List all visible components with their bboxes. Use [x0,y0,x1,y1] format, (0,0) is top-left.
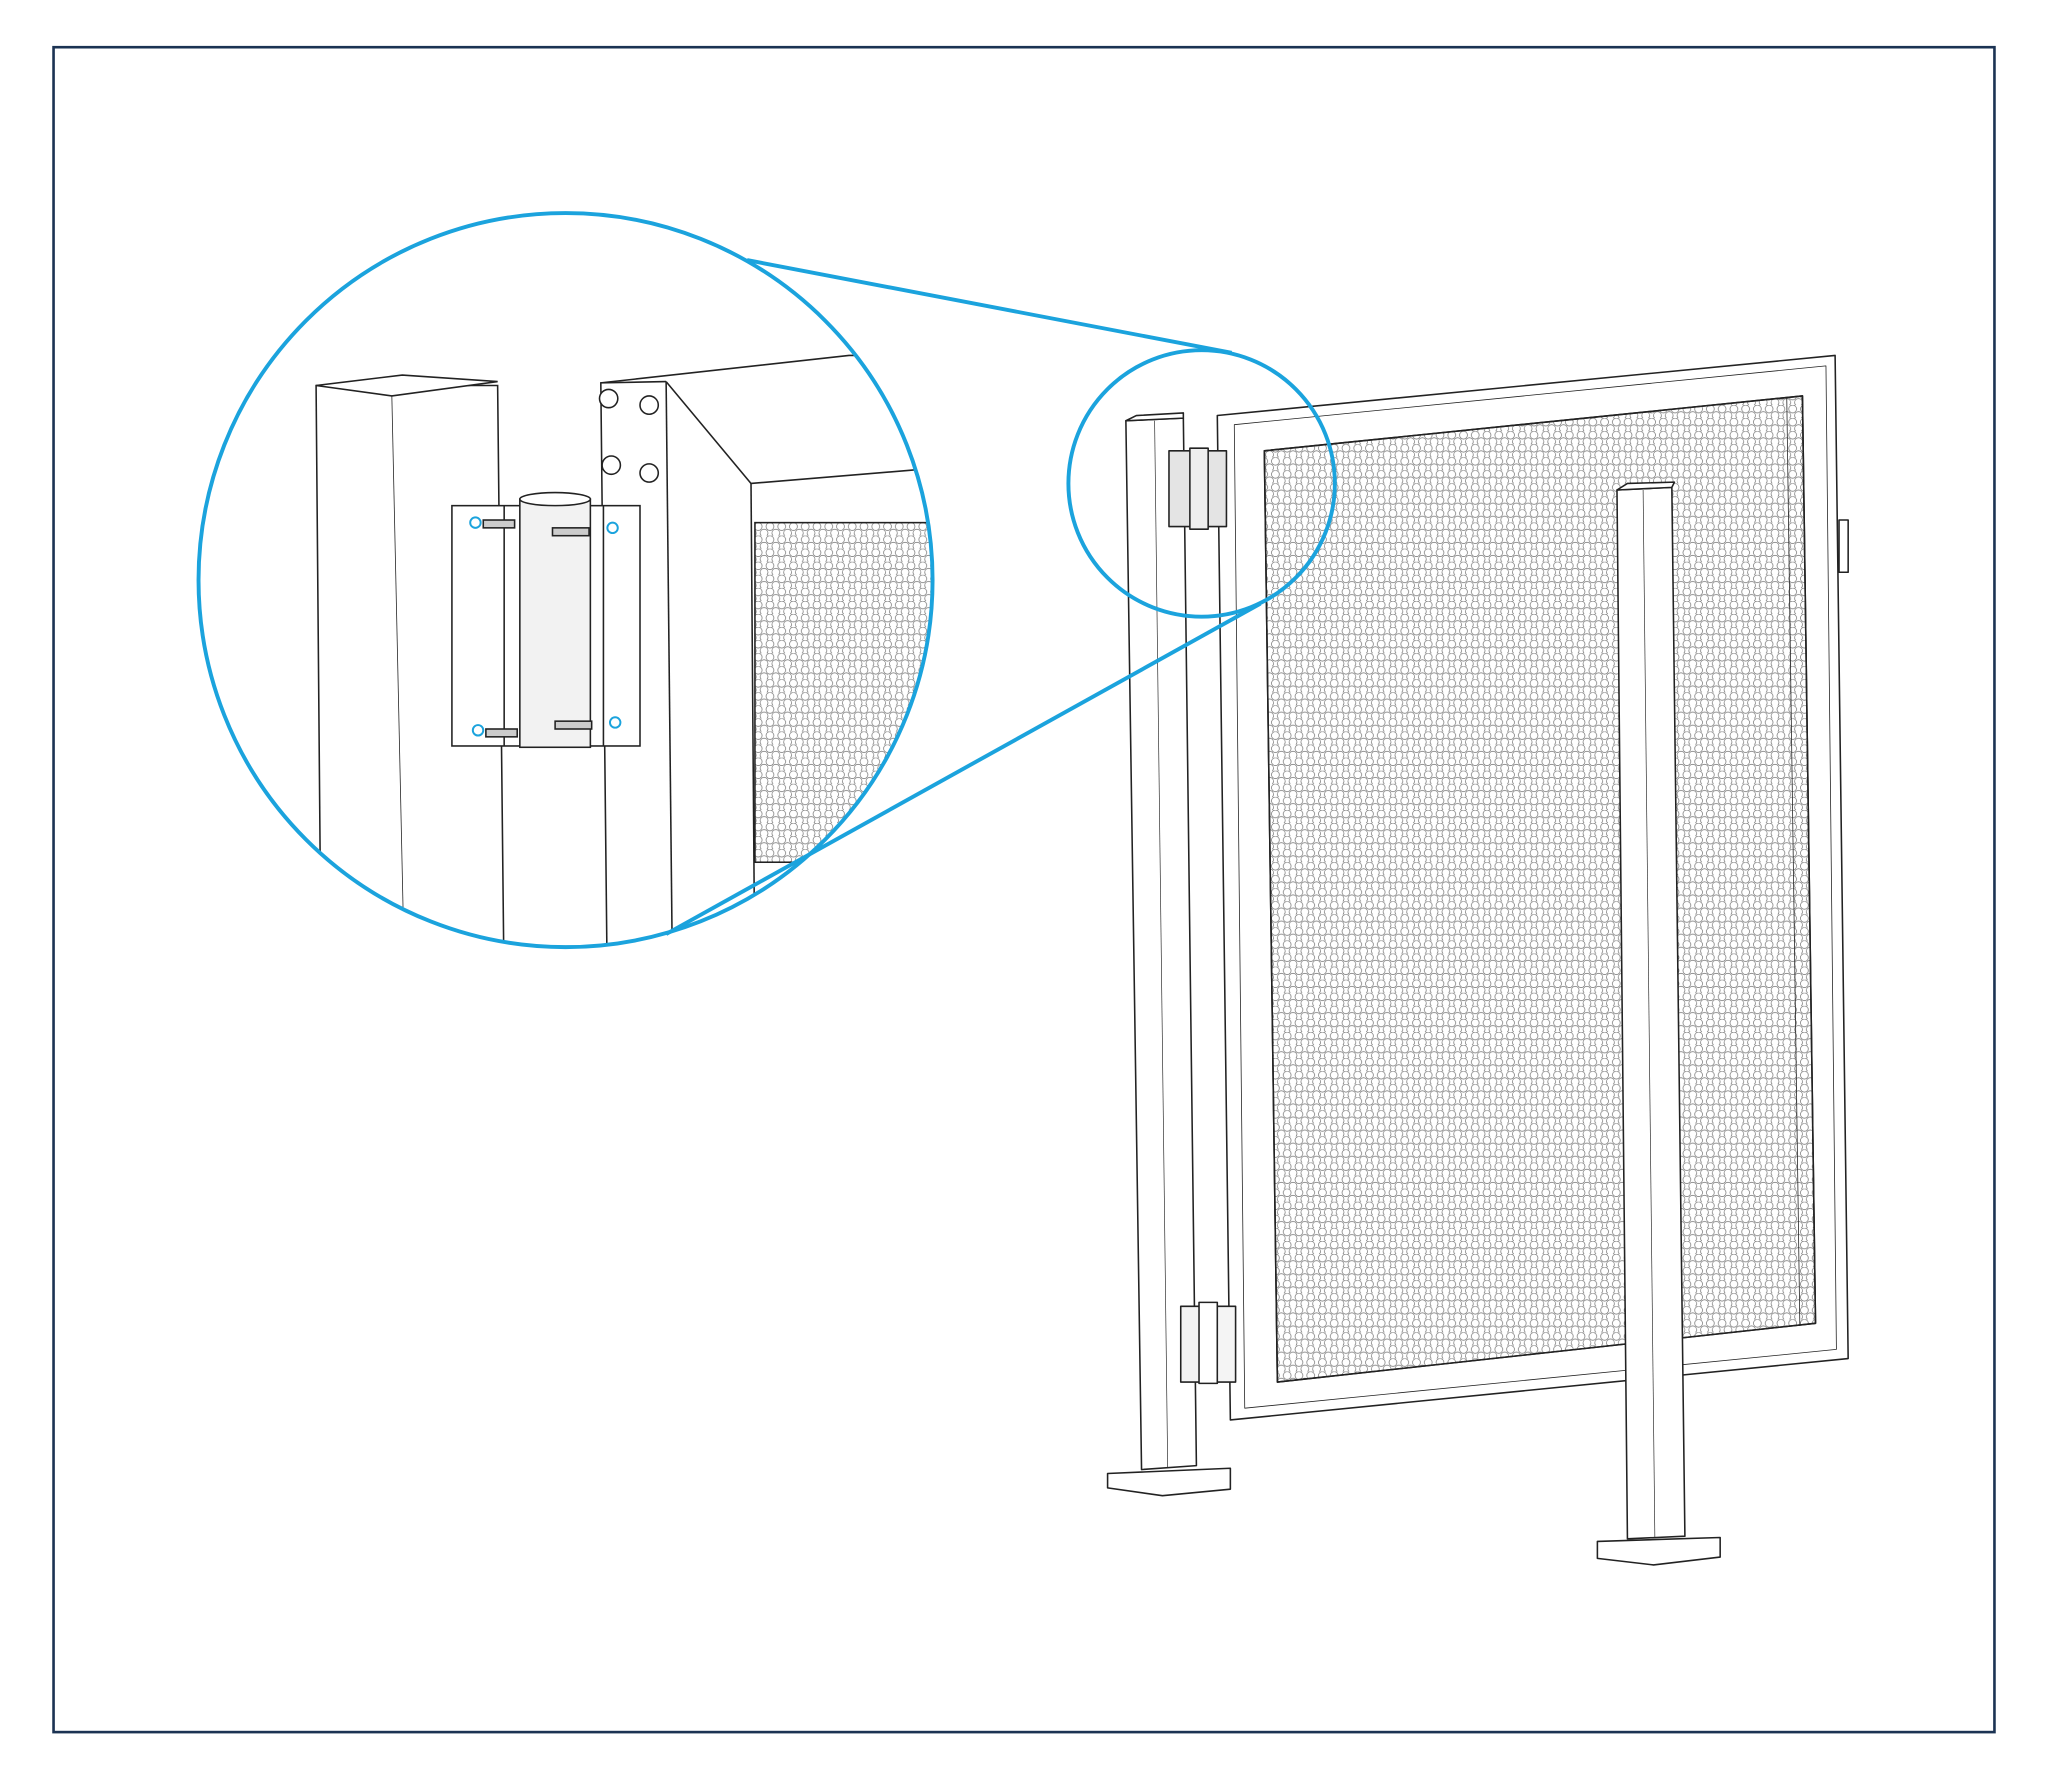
frame-border [52,45,1996,1734]
callout-source-circle [1066,348,1337,619]
callout-magnifier-circle [196,211,935,950]
detail-view [315,354,933,948]
detail-mesh [754,521,933,864]
gate-assembly [1106,354,1849,1566]
detail-hinge [451,491,641,749]
screw-icon [482,519,593,738]
callout-leader-top [746,258,1233,355]
callout-leader-bottom [665,601,1262,936]
mesh-panel [1263,395,1817,1383]
callout [196,211,1337,950]
right-post-base [1596,1536,1721,1566]
latch [1838,519,1849,574]
left-post-base [1106,1467,1232,1497]
